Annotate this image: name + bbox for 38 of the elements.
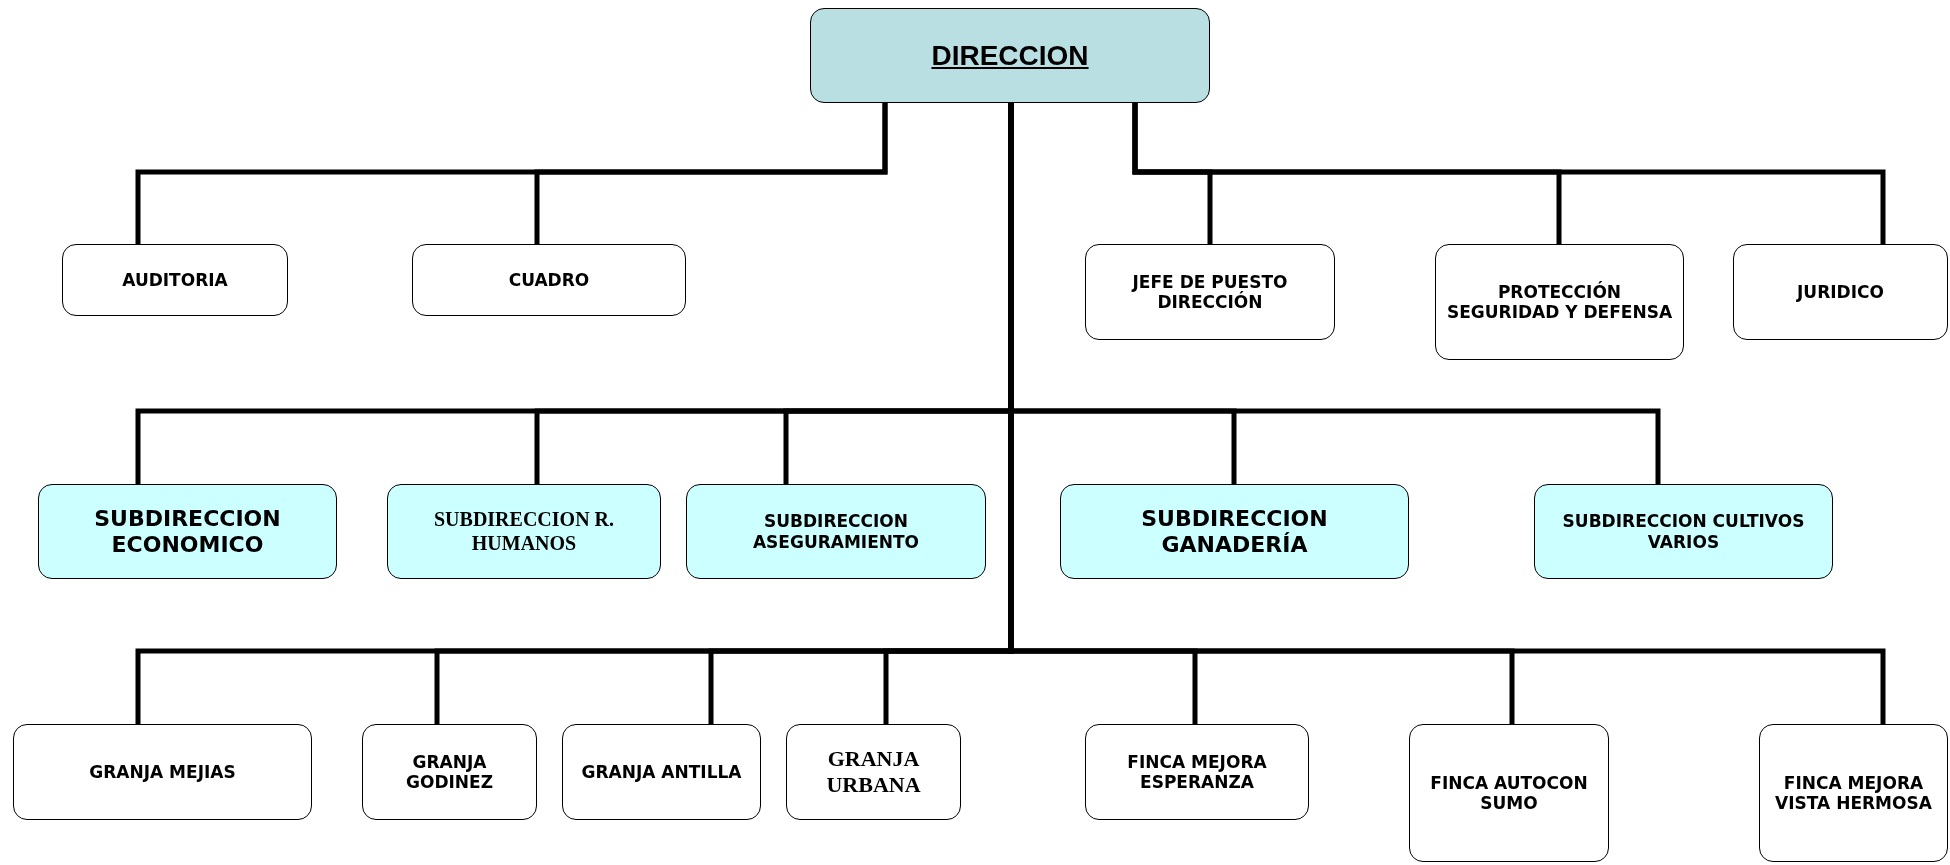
box-label: JURIDICO (1797, 281, 1884, 302)
org-box (786, 724, 961, 820)
org-box (1759, 724, 1948, 862)
box-label: GRANJA GODINEZ (405, 751, 494, 793)
box-label: SUBDIRECCION GANADERÍA (1140, 505, 1329, 558)
box-label: CUADRO (508, 269, 590, 290)
org-box (387, 484, 661, 579)
org-box (562, 724, 761, 820)
org-box (13, 724, 312, 820)
org-box (1409, 724, 1609, 862)
box-label: SUBDIRECCION ECONOMICO (93, 505, 282, 558)
box-label: SUBDIRECCION R. HUMANOS (433, 507, 615, 556)
org-box (686, 484, 986, 579)
org-box (1060, 484, 1409, 579)
box-label: JEFE DE PUESTO DIRECCIÓN (1130, 271, 1289, 313)
org-box (362, 724, 537, 820)
connector-line (534, 103, 888, 244)
box-label: FINCA AUTOCON SUMO (1429, 772, 1589, 814)
org-box (1435, 244, 1684, 360)
org-box (62, 244, 288, 316)
org-box (1534, 484, 1833, 579)
org-box (1733, 244, 1948, 340)
org-box (1085, 724, 1309, 820)
box-label: SUBDIRECCION CULTIVOS VARIOS (1561, 511, 1806, 552)
org-box (1085, 244, 1335, 340)
box-label: AUDITORIA (122, 269, 228, 290)
box-label: PROTECCIÓN SEGURIDAD Y DEFENSA (1445, 281, 1674, 323)
box-label: DIRECCION (931, 39, 1089, 72)
org-box (412, 244, 686, 316)
box-label: GRANJA URBANA (825, 746, 922, 798)
connector-line (1132, 103, 1886, 244)
org-box (810, 8, 1210, 103)
box-label: FINCA MEJORA VISTA HERMOSA (1774, 772, 1933, 814)
box-label: SUBDIRECCION ASEGURAMIENTO (751, 511, 921, 552)
org-box (38, 484, 337, 579)
box-label: FINCA MEJORA ESPERANZA (1126, 751, 1268, 793)
box-label: GRANJA MEJIAS (89, 761, 236, 782)
box-label: GRANJA ANTILLA (581, 761, 742, 782)
